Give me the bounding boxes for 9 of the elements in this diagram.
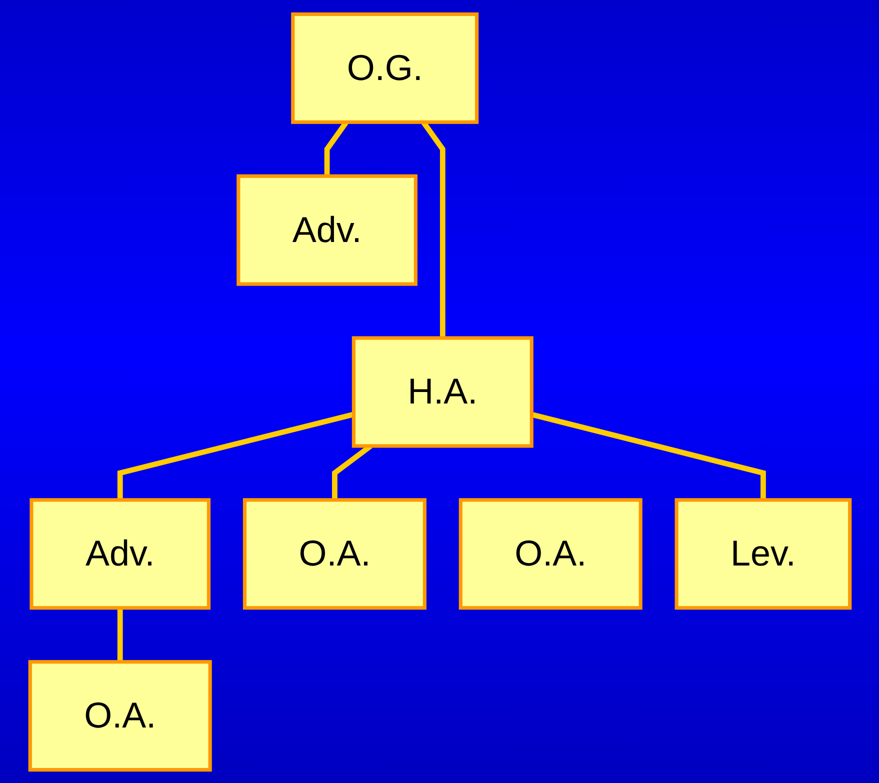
node-box: H.A. — [351, 336, 533, 448]
node-box: Adv. — [236, 174, 417, 286]
node-box: O.A. — [28, 660, 212, 772]
node-box: O.A. — [242, 498, 426, 610]
node-box: Lev. — [674, 498, 852, 610]
node-box: O.G. — [290, 12, 478, 124]
connector — [116, 607, 122, 662]
node-box: O.A. — [458, 498, 642, 610]
node-box: Adv. — [29, 498, 210, 610]
